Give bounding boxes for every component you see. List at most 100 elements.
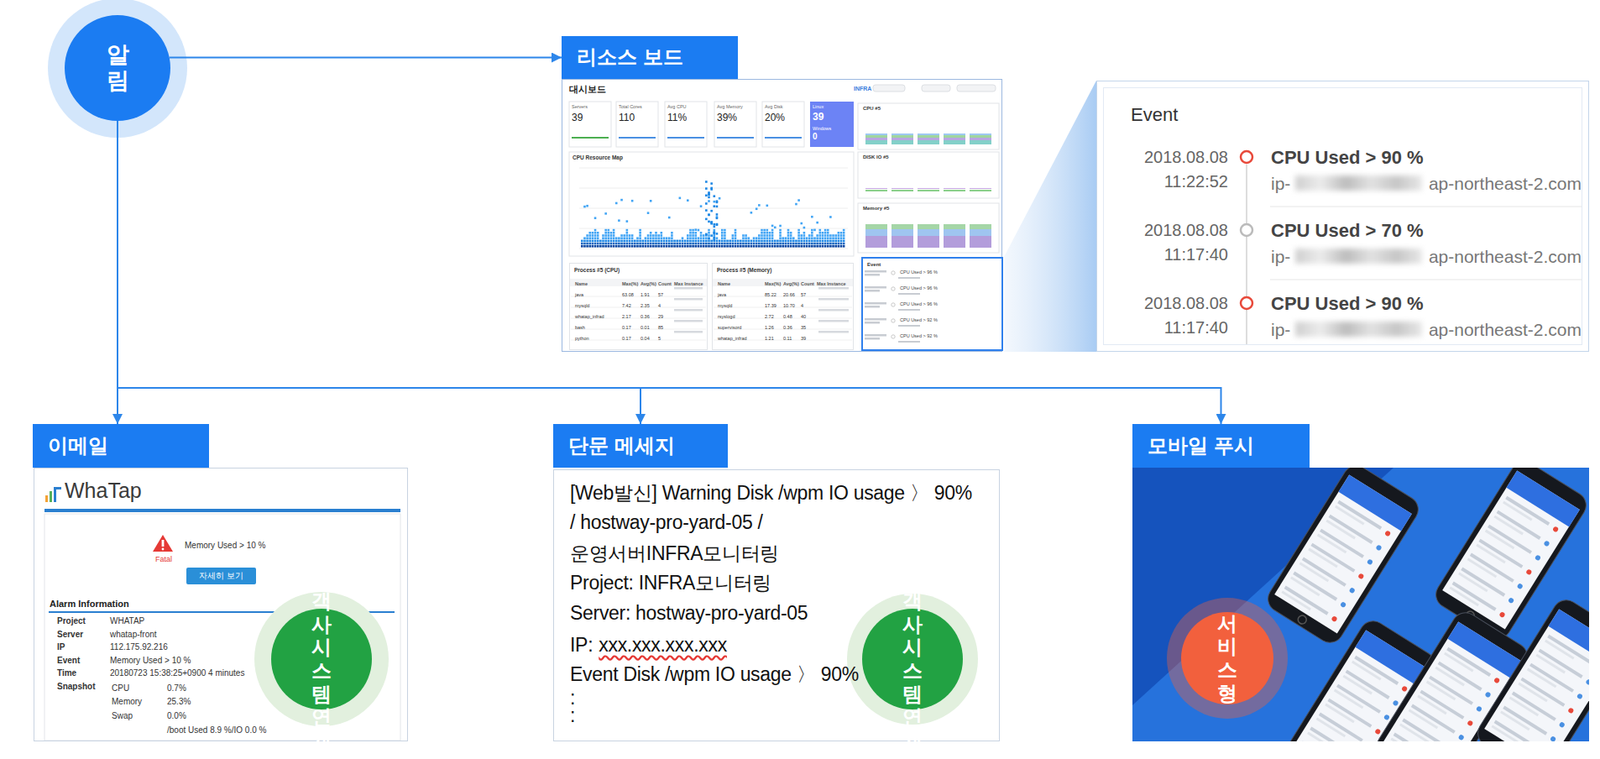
cpu-dot <box>654 245 658 248</box>
label-text: 4 <box>658 303 661 309</box>
cpu-dot <box>670 240 674 243</box>
cpu-dot <box>647 240 650 243</box>
phone-screen <box>1484 608 1590 742</box>
cpu-dot <box>726 240 729 243</box>
label-text: 110 <box>618 111 635 124</box>
cpu-dot <box>588 236 591 240</box>
cpu-dot <box>638 240 642 243</box>
cpu-dot <box>840 234 843 237</box>
cpu-dot <box>617 240 621 243</box>
cpu-dot <box>628 242 632 246</box>
cpu-dot <box>763 245 766 248</box>
cpu-dot <box>763 231 766 235</box>
cpu-dot <box>819 240 822 243</box>
cpu-dot <box>607 234 611 237</box>
cpu-dot <box>773 242 777 246</box>
cpu-dot <box>638 234 642 237</box>
cpu-dot <box>670 236 674 240</box>
server-mark <box>898 308 921 311</box>
cpu-dot <box>710 242 713 246</box>
screen-dot <box>1549 735 1557 742</box>
cpu-dot <box>837 245 841 248</box>
cpu-dot <box>787 234 790 237</box>
cpu-dot <box>723 240 727 243</box>
cpu-dot <box>620 240 623 243</box>
cpu-dot <box>641 242 644 246</box>
bar <box>865 189 888 192</box>
cpu-dot <box>604 231 607 235</box>
cpu-dot <box>644 240 648 243</box>
cpu-dot <box>673 245 676 248</box>
cpu-dot <box>591 231 595 235</box>
bar <box>943 135 966 138</box>
cpu-dot <box>679 242 682 246</box>
bar <box>891 188 914 189</box>
cpu-dot <box>819 231 822 235</box>
cpu-dot <box>787 231 790 235</box>
cpu-dot <box>707 220 711 224</box>
cpu-dot <box>707 229 711 232</box>
cpu-dot <box>612 242 616 246</box>
cpu-dot <box>721 236 724 240</box>
instance-mark <box>674 298 703 301</box>
cpu-dot <box>779 245 782 248</box>
cpu-dot <box>670 231 674 235</box>
screen-dot <box>1349 586 1356 594</box>
cpu-dot <box>647 236 650 240</box>
stat-bar <box>618 136 656 139</box>
cpu-dot <box>684 242 687 246</box>
cpu-dot <box>763 240 766 243</box>
cpu-dot <box>610 231 613 235</box>
label-text: 5 <box>658 335 661 342</box>
phone-header <box>1505 470 1580 527</box>
label-text: 알림 <box>106 41 130 95</box>
cpu-dot <box>681 236 685 240</box>
cpu-dot <box>781 240 785 243</box>
cpu-dot <box>837 231 841 235</box>
cpu-dot <box>713 200 717 204</box>
cpu-dot <box>771 240 774 243</box>
home-button <box>1296 613 1308 626</box>
cpu-dot <box>821 240 825 243</box>
cpu-dot <box>596 236 600 240</box>
screen-dot <box>1493 676 1501 684</box>
cpu-dot <box>594 236 597 240</box>
cpu-dot <box>713 242 717 246</box>
cpu-dot <box>815 240 819 243</box>
cpu-dot <box>750 211 753 215</box>
cpu-dot <box>604 245 607 248</box>
stat-card <box>664 101 707 147</box>
screen-dot <box>1552 525 1559 533</box>
warning-mark <box>162 548 165 551</box>
cpu-dot <box>652 242 655 246</box>
label-text: CPU Used > 96 % <box>899 285 938 292</box>
cpu-dot <box>705 242 708 246</box>
cpu-dot <box>647 211 650 215</box>
cpu-dot <box>596 234 600 237</box>
screen-line <box>1490 724 1522 742</box>
cpu-dot <box>604 242 607 246</box>
cpu-dot <box>766 236 769 240</box>
cpu-dot <box>647 242 650 246</box>
cpu-dot <box>750 245 753 248</box>
cpu-dot <box>766 242 769 246</box>
screen-dot <box>1466 719 1474 727</box>
screen-line <box>1301 741 1346 743</box>
label-text: Server: hostway-pro-yard-05 <box>569 601 808 626</box>
cpu-dot <box>665 240 669 243</box>
cpu-dot <box>620 245 623 248</box>
bar <box>917 137 940 141</box>
label-text: Max Instance <box>816 281 847 288</box>
cpu-dot <box>794 242 798 246</box>
screen-dot <box>1391 699 1399 706</box>
label-text: 0.04 <box>640 335 650 342</box>
halo-layer <box>47 0 1288 727</box>
bar <box>943 133 966 136</box>
cpu-dot <box>784 245 788 248</box>
label-text: 0.48 <box>783 313 793 320</box>
cpu-dot <box>747 240 750 243</box>
cpu-dot <box>702 236 706 240</box>
blurred-ip <box>1295 248 1423 264</box>
bar <box>865 229 888 236</box>
label-text: CPU Used > 92 % <box>899 333 938 340</box>
